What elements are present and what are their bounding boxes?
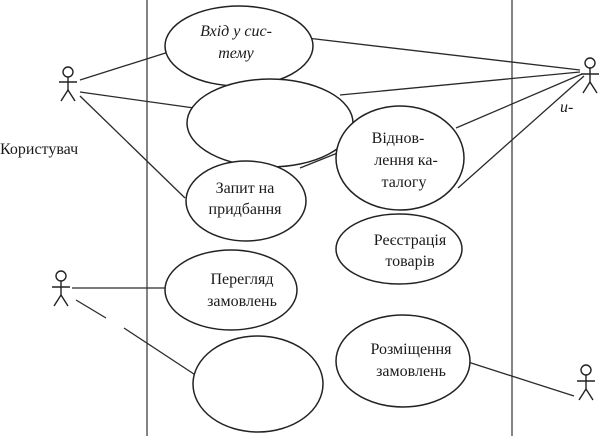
assoc-login-admin	[306, 37, 581, 71]
registration-label-line1: Реєстрація	[374, 232, 447, 249]
actor-user-stick-figure	[59, 66, 77, 102]
orders-view-label-line1: Перегляд	[211, 271, 274, 288]
assoc-user-login	[79, 49, 176, 81]
use-case-orders-view: Перегляд замовлень	[164, 249, 298, 331]
use-case-goods-registration: Реєстрація товарів	[335, 213, 463, 285]
login-label-line1: Вхід у сис-	[200, 23, 272, 40]
assoc-top-case-admin	[339, 71, 581, 96]
actor-user-label: Користувач	[0, 141, 78, 158]
actor-right-top-stick-figure	[581, 57, 599, 94]
assoc-user2-bottom-case	[123, 327, 201, 379]
assoc-user-purchase	[79, 95, 186, 199]
catalog-label-line3: талогу	[382, 174, 427, 191]
catalog-label-line2: лення ка-	[374, 152, 438, 169]
actor-right-bottom-stick-figure	[577, 364, 595, 401]
purchase-label-line2: придбання	[209, 201, 283, 218]
assoc-placement-customer	[467, 361, 575, 397]
use-case-order-placement: Розміщення замовлень	[335, 314, 471, 408]
assoc-catalog-admin-1	[455, 73, 583, 129]
use-case-unlabeled-bottom	[192, 335, 324, 433]
registration-label-line2: товарів	[385, 253, 435, 270]
login-label-line2: тему	[218, 45, 254, 62]
assoc-catalog-admin-2	[457, 75, 585, 189]
actor-right-partial-label: и-	[560, 99, 573, 116]
orders-view-label-line2: замовлень	[207, 293, 277, 310]
use-case-login: Вхід у сис- тему	[164, 5, 314, 87]
catalog-label-line1: Віднов-	[372, 130, 425, 147]
placement-label-line2: замовлень	[376, 363, 446, 380]
assoc-user2-bottom-dash-1	[75, 299, 107, 319]
use-case-unlabeled-top	[186, 78, 354, 168]
associations	[72, 37, 585, 397]
use-case-purchase-request: Запит на придбання	[185, 160, 307, 242]
actor-left-bottom-stick-figure	[52, 270, 70, 307]
placement-label-line1: Розміщення	[370, 341, 452, 358]
purchase-label-line1: Запит на	[216, 180, 275, 197]
assoc-user-top-case	[79, 91, 195, 109]
use-case-catalog-update: Віднов- лення ка- талогу	[335, 105, 465, 211]
